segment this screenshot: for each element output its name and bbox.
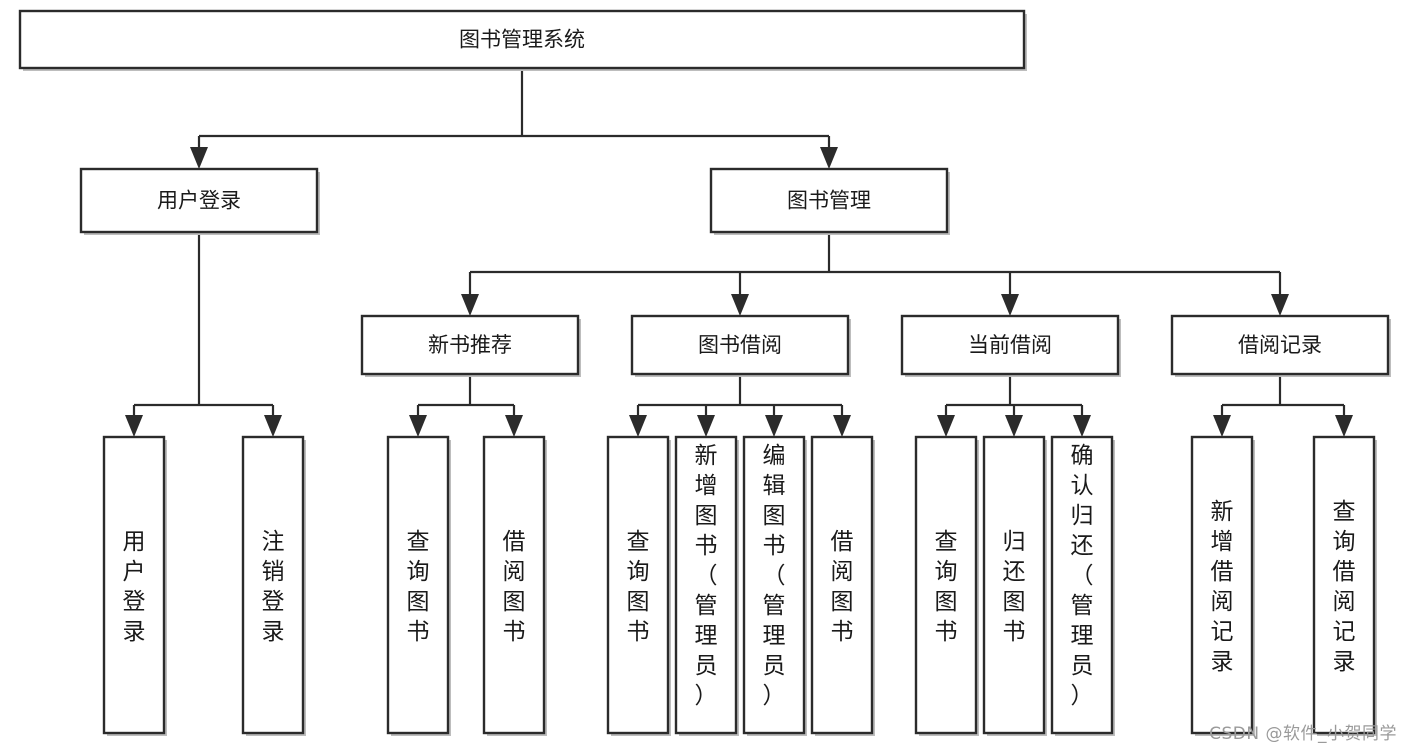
- node-leaf-10[interactable]: 确认归还（管理员）: [1050, 435, 1115, 736]
- node-level3-1[interactable]: 图书借阅: [630, 314, 851, 377]
- arrow-head-icon: [409, 415, 427, 437]
- node-label: 图书管理系统: [459, 28, 585, 52]
- node-rect[interactable]: [742, 435, 806, 735]
- node-label: 当前借阅: [968, 333, 1052, 357]
- node-layer: 图书管理系统用户登录图书管理新书推荐图书借阅当前借阅借阅记录用户登录注销登录查询…: [18, 9, 1391, 736]
- node-rect[interactable]: [914, 435, 978, 735]
- node-level3-3[interactable]: 借阅记录: [1170, 314, 1391, 377]
- node-rect[interactable]: [79, 167, 319, 234]
- node-label: 用户登录: [157, 189, 241, 213]
- node-rect[interactable]: [102, 435, 166, 735]
- arrow-head-icon: [937, 415, 955, 437]
- node-leaf-6[interactable]: 编辑图书（管理员）: [742, 435, 807, 736]
- node-label: 归还图书: [1003, 529, 1026, 645]
- node-label: 查询借阅记录: [1333, 499, 1356, 675]
- node-leaf-2[interactable]: 查询图书: [386, 435, 451, 736]
- node-rect[interactable]: [1312, 435, 1376, 735]
- node-root-图书管理系统[interactable]: 图书管理系统: [18, 9, 1027, 71]
- node-label: 新增图书（管理员）: [695, 443, 718, 709]
- node-label: 借阅图书: [503, 529, 526, 645]
- node-rect[interactable]: [709, 167, 949, 234]
- arrow-head-icon: [1335, 415, 1353, 437]
- node-rect[interactable]: [674, 435, 738, 735]
- arrow-head-icon: [1213, 415, 1231, 437]
- node-level2-1[interactable]: 图书管理: [709, 167, 950, 235]
- node-label: 图书管理: [787, 189, 871, 213]
- arrow-head-icon: [697, 415, 715, 437]
- node-level2-0[interactable]: 用户登录: [79, 167, 320, 235]
- arrow-head-icon: [461, 294, 479, 316]
- node-level3-0[interactable]: 新书推荐: [360, 314, 581, 377]
- node-rect[interactable]: [1050, 435, 1114, 735]
- node-label: 新书推荐: [428, 333, 512, 357]
- arrow-head-icon: [1271, 294, 1289, 316]
- connector-layer: [125, 68, 1353, 437]
- arrow-head-icon: [765, 415, 783, 437]
- node-leaf-4[interactable]: 查询图书: [606, 435, 671, 736]
- node-label: 图书借阅: [698, 333, 782, 357]
- node-leaf-3[interactable]: 借阅图书: [482, 435, 547, 736]
- node-leaf-5[interactable]: 新增图书（管理员）: [674, 435, 739, 736]
- node-rect[interactable]: [386, 435, 450, 735]
- arrow-head-icon: [264, 415, 282, 437]
- node-rect[interactable]: [18, 9, 1026, 70]
- node-rect[interactable]: [241, 435, 305, 735]
- node-label: 查询图书: [935, 529, 958, 645]
- node-leaf-12[interactable]: 查询借阅记录: [1312, 435, 1377, 736]
- arrow-head-icon: [190, 147, 208, 169]
- node-rect[interactable]: [810, 435, 874, 735]
- node-rect[interactable]: [1170, 314, 1390, 376]
- arrow-head-icon: [731, 294, 749, 316]
- node-label: 借阅记录: [1238, 333, 1322, 357]
- node-leaf-0[interactable]: 用户登录: [102, 435, 167, 736]
- arrow-head-icon: [820, 147, 838, 169]
- arrow-head-icon: [125, 415, 143, 437]
- node-label: 新增借阅记录: [1211, 499, 1234, 675]
- node-leaf-8[interactable]: 查询图书: [914, 435, 979, 736]
- arrow-head-icon: [629, 415, 647, 437]
- arrow-head-icon: [833, 415, 851, 437]
- node-label: 查询图书: [407, 529, 430, 645]
- arrow-head-icon: [1073, 415, 1091, 437]
- node-rect[interactable]: [482, 435, 546, 735]
- node-rect[interactable]: [606, 435, 670, 735]
- node-label: 查询图书: [627, 529, 650, 645]
- node-rect[interactable]: [1190, 435, 1254, 735]
- node-rect[interactable]: [900, 314, 1120, 376]
- node-leaf-11[interactable]: 新增借阅记录: [1190, 435, 1255, 736]
- node-leaf-1[interactable]: 注销登录: [241, 435, 306, 736]
- node-label: 用户登录: [123, 529, 146, 645]
- csdn-watermark: CSDN @软件_小贺同学: [1209, 724, 1397, 744]
- node-leaf-7[interactable]: 借阅图书: [810, 435, 875, 736]
- node-rect[interactable]: [982, 435, 1046, 735]
- node-label: 借阅图书: [831, 529, 854, 645]
- node-label: 确认归还（管理员）: [1071, 443, 1094, 709]
- arrow-head-icon: [1005, 415, 1023, 437]
- node-rect[interactable]: [630, 314, 850, 376]
- node-leaf-9[interactable]: 归还图书: [982, 435, 1047, 736]
- node-rect[interactable]: [360, 314, 580, 376]
- arrow-head-icon: [505, 415, 523, 437]
- node-level3-2[interactable]: 当前借阅: [900, 314, 1121, 377]
- node-label: 注销登录: [262, 529, 285, 645]
- arrow-head-icon: [1001, 294, 1019, 316]
- node-label: 编辑图书（管理员）: [763, 443, 786, 709]
